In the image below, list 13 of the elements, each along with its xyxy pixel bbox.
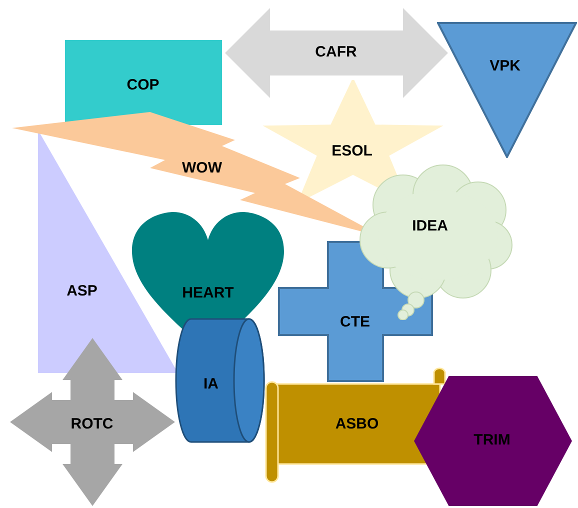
shape-label: HEART	[182, 286, 234, 300]
shape-label: COP	[126, 78, 160, 92]
shape-label: VPK	[490, 58, 520, 74]
shape-label: IDEA	[412, 218, 448, 234]
shape-label: CTE	[340, 314, 370, 330]
shape-label: WOW	[182, 160, 222, 176]
shape-label: ROTC	[70, 416, 114, 432]
shape-label: TRIM	[474, 432, 510, 448]
shape-label: ASBO	[335, 416, 379, 432]
shape-label: IA	[204, 376, 218, 392]
shape-label: ASP	[66, 284, 98, 298]
shape-label: CAFR	[315, 44, 357, 60]
shape-label: ESOL	[332, 144, 372, 158]
